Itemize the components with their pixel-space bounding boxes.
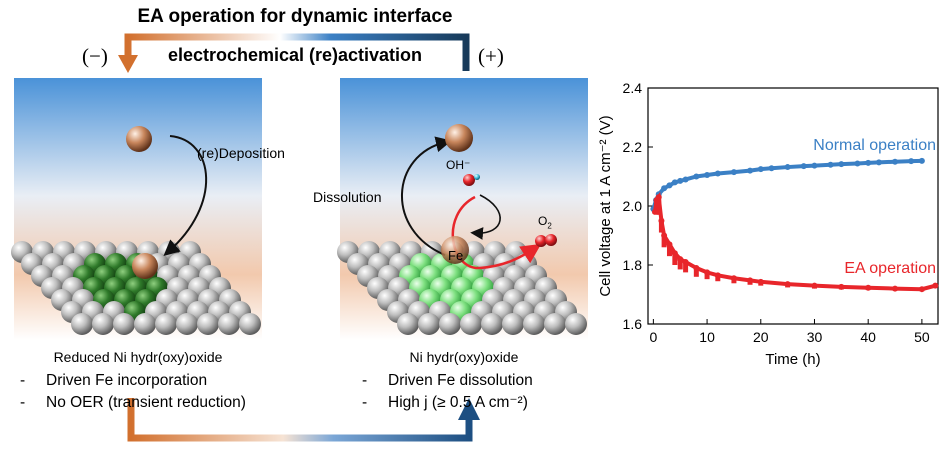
right-panel-illustration <box>337 78 588 340</box>
ni-atom <box>523 313 545 335</box>
ni-atom <box>197 313 219 335</box>
left-bullet-list: -Driven Fe incorporation -No OER (transi… <box>20 370 246 414</box>
x-tick-label: 0 <box>649 329 657 345</box>
diagram-title: EA operation for dynamic interface <box>137 6 453 27</box>
right-bullet-list: -Driven Fe dissolution -High j (≥ 0.5 A … <box>362 370 533 414</box>
ea-range <box>677 259 683 270</box>
y-tick-label: 2.2 <box>623 139 643 155</box>
ni-atom <box>155 313 177 335</box>
normal-trace <box>651 158 924 211</box>
top-cycle-arrow <box>118 33 470 73</box>
ea-range <box>747 280 753 285</box>
plus-sign: (+) <box>478 44 504 68</box>
y-tick-label: 2.4 <box>623 80 643 96</box>
y-tick-label: 2.0 <box>623 198 643 214</box>
left-panel-caption: Reduced Ni hydr(oxy)oxide <box>53 349 223 365</box>
ni-atom <box>481 313 503 335</box>
ni-atom <box>418 313 440 335</box>
series-label-ea: EA operation <box>844 260 936 277</box>
left-panel-illustration <box>11 78 262 340</box>
ni-atom <box>565 313 587 335</box>
ni-atom <box>460 313 482 335</box>
x-axis: 0 10 20 30 40 50 <box>649 319 930 345</box>
ea-range <box>704 272 710 280</box>
ni-atom <box>439 313 461 335</box>
ea-range <box>672 253 678 265</box>
ea-range <box>683 262 689 273</box>
fe-label: Fe <box>448 248 464 263</box>
ni-atom <box>397 313 419 335</box>
ni-atom <box>176 313 198 335</box>
ni-atom <box>113 313 135 335</box>
diagram-subtitle: electrochemical (re)activation <box>167 45 423 65</box>
ni-atom <box>218 313 240 335</box>
ea-range <box>661 235 667 248</box>
y-tick-label: 1.6 <box>623 316 643 332</box>
left-ni-lattice <box>11 241 261 335</box>
voltage-time-chart: 1.6 1.8 2.0 2.2 2.4 0 10 20 30 40 50 Cell voltage… <box>597 80 939 368</box>
x-tick-label: 50 <box>914 329 930 345</box>
x-tick-label: 40 <box>860 329 876 345</box>
ea-range <box>715 275 721 282</box>
x-tick-label: 30 <box>807 329 823 345</box>
redeposition-label: (re)Deposition <box>197 145 285 161</box>
list-item: -High j (≥ 0.5 A cm⁻²) <box>362 394 528 411</box>
ni-atom <box>134 313 156 335</box>
right-panel-caption: Ni hydr(oxy)oxide <box>409 349 519 365</box>
ea-range <box>693 267 699 277</box>
x-tick-label: 10 <box>699 329 715 345</box>
o2-label: O2 <box>538 214 552 231</box>
hydroxide-label: OH⁻ <box>446 158 471 172</box>
x-tick-label: 20 <box>753 329 769 345</box>
minus-sign: (−) <box>82 44 108 68</box>
y-axis-label: Cell voltage at 1 A cm⁻² (V) <box>597 115 614 296</box>
ni-atom <box>71 313 93 335</box>
ea-trace <box>652 191 938 292</box>
fe-atom <box>132 253 158 279</box>
y-tick-label: 1.8 <box>623 257 643 273</box>
ni-atom <box>544 313 566 335</box>
list-item: -No OER (transient reduction) <box>20 394 246 411</box>
dissolution-label: Dissolution <box>313 189 382 205</box>
bottom-cycle-arrow <box>127 398 480 442</box>
cycle-illustration <box>11 33 588 442</box>
list-item: -Driven Fe dissolution <box>362 372 533 389</box>
ea-range <box>731 278 737 284</box>
list-item: -Driven Fe incorporation <box>20 372 208 389</box>
x-axis-label: Time (h) <box>765 351 820 368</box>
ea-range <box>666 244 672 257</box>
data-series <box>650 157 939 293</box>
y-axis: 1.6 1.8 2.0 2.2 2.4 <box>623 80 653 332</box>
ni-atom <box>239 313 261 335</box>
series-label-normal: Normal operation <box>813 137 936 154</box>
ni-atom <box>502 313 524 335</box>
ni-atom <box>92 313 114 335</box>
